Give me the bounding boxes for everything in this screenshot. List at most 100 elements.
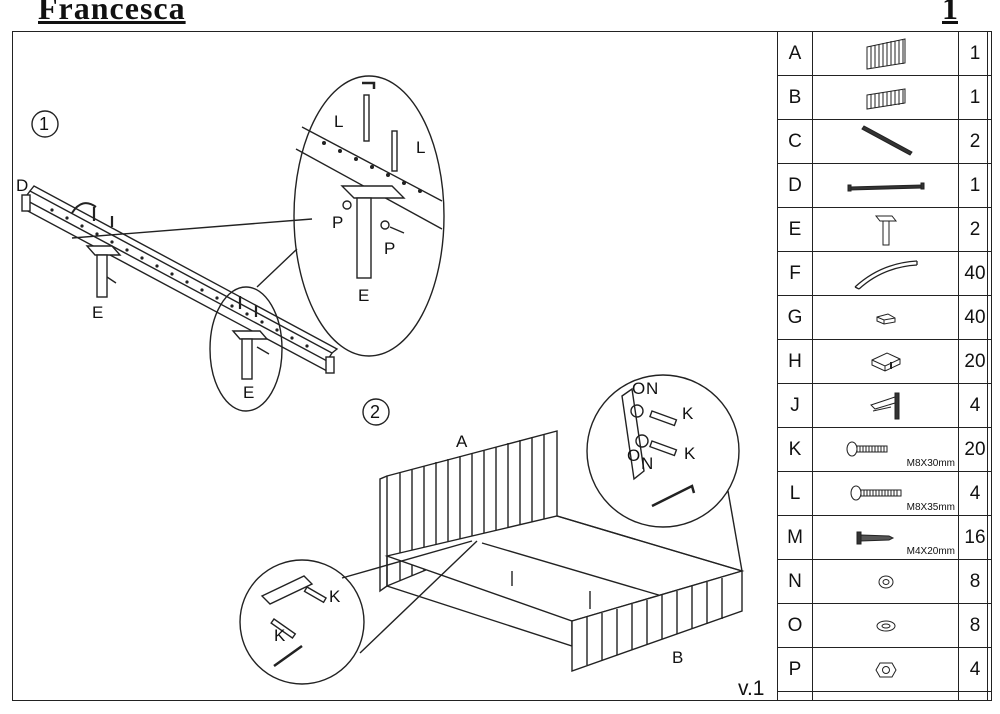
support-leg-drawing: [85, 245, 270, 380]
leg-detail-label: E: [358, 286, 369, 305]
side-rail-icon: [860, 124, 913, 156]
part-letter: B: [777, 75, 813, 120]
part-letter: L: [777, 471, 813, 516]
bolt-icon: [850, 485, 902, 500]
part-dimension: M4X20mm: [906, 546, 955, 557]
part-qty: 2: [958, 207, 992, 252]
part-image: [812, 31, 959, 76]
part-qty: 4: [958, 647, 992, 692]
double-holder-icon: [871, 351, 900, 372]
part-letter: M: [777, 515, 813, 560]
spring-washer-icon: [878, 575, 893, 588]
parts-row: M M4X20mm 16: [777, 515, 992, 560]
part-image: [812, 603, 959, 648]
nut-label-1: P: [332, 213, 343, 232]
headboard-icon: [866, 37, 905, 70]
part-qty: 1: [958, 75, 992, 120]
slat-holder-icon: [876, 312, 895, 325]
step-1-detail: L L P P E: [293, 75, 445, 357]
part-letter: O: [777, 603, 813, 648]
bolt-label-left-1: K: [329, 587, 341, 606]
part-letter: J: [777, 383, 813, 428]
washer-o-label-2: O: [627, 446, 640, 465]
document-title: Francesca: [38, 0, 186, 26]
part-image: [812, 75, 959, 120]
parts-row: E 2: [777, 207, 992, 252]
part-dimension: M8X35mm: [906, 502, 955, 513]
parts-row: D 1: [777, 163, 992, 208]
bracket-icon: [869, 392, 899, 419]
part-qty: 1: [958, 163, 992, 208]
part-qty: 8: [958, 603, 992, 648]
bolt-label-left-2: K: [274, 626, 286, 645]
part-image: [812, 295, 959, 340]
footboard-label: B: [672, 648, 683, 667]
part-letter: A: [777, 31, 813, 76]
parts-row: H 20: [777, 339, 992, 384]
part-qty: 16: [958, 515, 992, 560]
parts-row: K M8X30mm 20: [777, 427, 992, 472]
part-qty: 20: [958, 339, 992, 384]
bolt-icon: [846, 441, 888, 456]
page-number: 1: [942, 0, 958, 26]
part-qty: 40: [958, 295, 992, 340]
slat-icon: [854, 259, 918, 290]
part-dimension: M8X30mm: [906, 458, 955, 469]
parts-row-empty: [777, 691, 992, 701]
part-image: [812, 251, 959, 296]
parts-row: C 2: [777, 119, 992, 164]
part-letter: H: [777, 339, 813, 384]
parts-row: P 4: [777, 647, 992, 692]
screw-icon: [856, 531, 895, 544]
part-image: [812, 119, 959, 164]
parts-row: O 8: [777, 603, 992, 648]
part-qty: 8: [958, 559, 992, 604]
part-image: [812, 207, 959, 252]
part-image: M8X35mm: [812, 471, 959, 516]
part-letter: E: [777, 207, 813, 252]
step-2: 2: [239, 374, 745, 685]
leg-label-1: E: [92, 303, 103, 322]
part-qty: 1: [958, 31, 992, 76]
parts-list: A 1 B 1 C 2 D: [777, 31, 992, 701]
part-qty: 40: [958, 251, 992, 296]
part-letter: D: [777, 163, 813, 208]
part-qty: 2: [958, 119, 992, 164]
part-qty: 20: [958, 427, 992, 472]
version-label: v.1: [738, 677, 765, 700]
parts-row: B 1: [777, 75, 992, 120]
part-letter: F: [777, 251, 813, 296]
part-letter: P: [777, 647, 813, 692]
part-image: M4X20mm: [812, 515, 959, 560]
step-1: 1: [16, 75, 445, 412]
part-qty: 4: [958, 471, 992, 516]
parts-row: J 4: [777, 383, 992, 428]
leg-label-2: E: [243, 383, 254, 402]
step-2-number: 2: [370, 402, 380, 422]
step-2-right-detail: O N K O N K: [586, 374, 743, 572]
parts-row: G 40: [777, 295, 992, 340]
step-2-left-detail: K K: [239, 540, 478, 685]
hex-nut-icon: [874, 662, 897, 677]
bolt-label-right-1: K: [682, 404, 694, 423]
headboard-label: A: [456, 432, 468, 451]
bolt-label-2: L: [416, 138, 425, 157]
part-image: [812, 647, 959, 692]
bolt-label-1: L: [334, 112, 343, 131]
assembly-illustration: 1: [16, 75, 745, 685]
parts-row: L M8X35mm 4: [777, 471, 992, 516]
bolt-label-right-2: K: [684, 444, 696, 463]
step-1-number: 1: [39, 114, 49, 134]
parts-row: A 1: [777, 31, 992, 76]
parts-row: F 40: [777, 251, 992, 296]
part-letter: C: [777, 119, 813, 164]
footboard-drawing: [571, 570, 743, 672]
washer-n-label-1: N: [646, 379, 658, 398]
part-letter: G: [777, 295, 813, 340]
beam-label: D: [16, 176, 28, 195]
support-leg-icon: [874, 215, 897, 245]
part-image: [812, 383, 959, 428]
part-qty: 4: [958, 383, 992, 428]
part-image: [812, 339, 959, 384]
washer-n-label-2: N: [641, 454, 653, 473]
